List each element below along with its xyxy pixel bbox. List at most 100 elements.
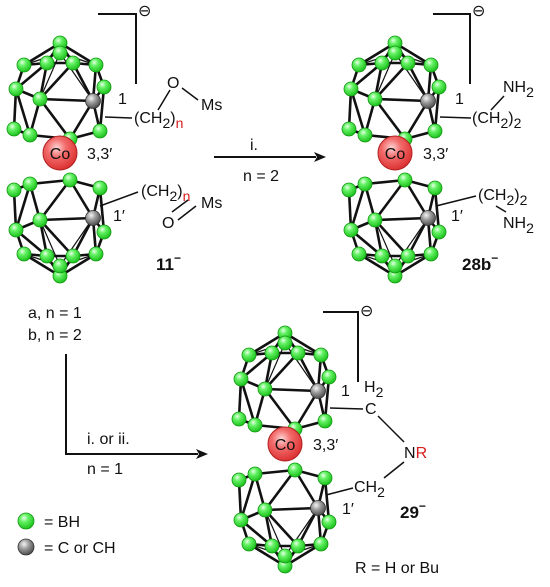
cage-bond: [394, 52, 429, 102]
bond-bottom-n: [495, 205, 507, 213]
bh-vertex: [313, 347, 329, 363]
cage-bond: [373, 179, 407, 221]
bond-n-ch2: [383, 461, 405, 479]
legend-bh-label: = BH: [44, 514, 80, 531]
bh-vertex: [96, 224, 112, 240]
cage-bond: [14, 183, 32, 231]
bridge-ch2: CH2: [354, 479, 385, 500]
cage-bond: [38, 98, 72, 140]
locant-top: 1: [455, 91, 464, 108]
bh-vertex: [92, 180, 108, 196]
cage-bond: [394, 217, 429, 267]
cage-bond: [39, 216, 94, 222]
compound-label-29: 29−: [400, 499, 426, 522]
cage-29-top: [231, 325, 337, 437]
cage-bond: [263, 469, 297, 511]
arrow-2: i. or ii. n = 1: [65, 354, 208, 478]
carbon-vertex: [85, 210, 101, 226]
bh-vertex: [6, 121, 22, 137]
compound-11: ⊖ Co 3,3′ 1 (CH2)n O Ms (CH2)n O Ms 1′ 1…: [6, 3, 222, 284]
cobalt-label: Co: [385, 146, 406, 163]
bh-vertex: [423, 57, 439, 73]
bh-vertex: [427, 180, 443, 196]
bond-bottom-c: [325, 487, 354, 496]
cage-bond: [374, 216, 429, 222]
bh-vertex: [341, 121, 357, 137]
bh-vertex: [88, 246, 104, 262]
chain-top: (CH2)n: [134, 110, 183, 131]
locant-bottom: 1′: [342, 501, 354, 518]
cage-11-top: [6, 35, 112, 147]
bh-vertex: [8, 222, 24, 238]
charge-symbol: ⊖: [138, 3, 151, 20]
legend: = BH = C or CH: [17, 512, 116, 557]
bh-vertex: [357, 176, 373, 192]
locant-metal: 3,3′: [87, 146, 112, 163]
bh-vertex: [264, 538, 280, 554]
bh-vertex: [341, 182, 357, 198]
compound-label-11: 11−: [156, 251, 181, 274]
bh-vertex: [343, 222, 359, 238]
bh-vertex: [290, 345, 306, 361]
cage-bond: [39, 219, 74, 257]
carbon-vertex: [310, 383, 326, 399]
arrow-1: i. n = 2: [214, 137, 326, 185]
cage-bond: [264, 506, 319, 512]
bh-vertex: [387, 258, 403, 274]
bh-vertex: [231, 472, 247, 488]
cage-bond: [374, 219, 409, 257]
bond-bottom-c: [99, 191, 139, 207]
bh-vertex: [88, 57, 104, 73]
variant-b: b, n = 2: [28, 327, 82, 344]
bond-bottom-c: [435, 195, 477, 207]
cage-bond: [264, 342, 286, 390]
chain-bottom: (CH2)n: [141, 183, 190, 204]
bond-top-ms: [181, 87, 199, 101]
cage-bond: [349, 183, 367, 231]
bh-vertex: [233, 371, 249, 387]
bond-top-c: [439, 116, 472, 119]
locant-bottom: 1′: [451, 208, 463, 225]
bond-top-c: [104, 116, 133, 119]
bh-vertex: [423, 246, 439, 262]
cage-bond: [239, 473, 257, 521]
cage-bond: [374, 52, 396, 100]
cage-bond: [239, 378, 257, 426]
cage-bond: [373, 98, 407, 140]
compound-29: ⊖ Co 3,3′ 1 H2 C NR CH2 1′ 29− R = H or …: [231, 303, 439, 577]
arrow-2-shaft: [65, 354, 208, 459]
arrow-1-reagent: i.: [250, 137, 258, 154]
bh-vertex: [351, 57, 367, 73]
bh-vertex: [16, 57, 32, 73]
cage-bond: [264, 509, 286, 557]
bh-vertex: [387, 45, 403, 61]
locant-bottom: 1′: [113, 208, 125, 225]
charge-bracket: [98, 13, 137, 84]
bh-vertex: [321, 369, 337, 385]
bond-top-o: [157, 89, 171, 111]
cage-bond: [39, 62, 74, 100]
h2-label: H2: [364, 379, 384, 400]
cage-bond: [59, 217, 94, 267]
bh-vertex: [32, 212, 48, 228]
cage-bond: [264, 387, 319, 393]
bh-vertex: [52, 258, 68, 274]
cage-bond: [38, 179, 72, 221]
bond-bottom-o: [171, 199, 189, 213]
bh-vertex: [313, 536, 329, 552]
bh-vertex: [367, 212, 383, 228]
bh-vertex: [290, 538, 306, 554]
legend-c-swatch: [17, 538, 35, 556]
cage-bond: [264, 352, 299, 390]
cage-bond: [374, 219, 396, 267]
bh-vertex: [52, 45, 68, 61]
carbon-vertex: [310, 500, 326, 516]
bridge-n: NR: [404, 445, 427, 462]
charge-bracket: [323, 311, 359, 382]
bh-vertex: [351, 246, 367, 262]
bh-vertex: [92, 123, 108, 139]
cobalt-label: Co: [50, 146, 71, 163]
cage-29-bottom: [231, 462, 337, 574]
legend-bh-swatch: [17, 512, 35, 530]
